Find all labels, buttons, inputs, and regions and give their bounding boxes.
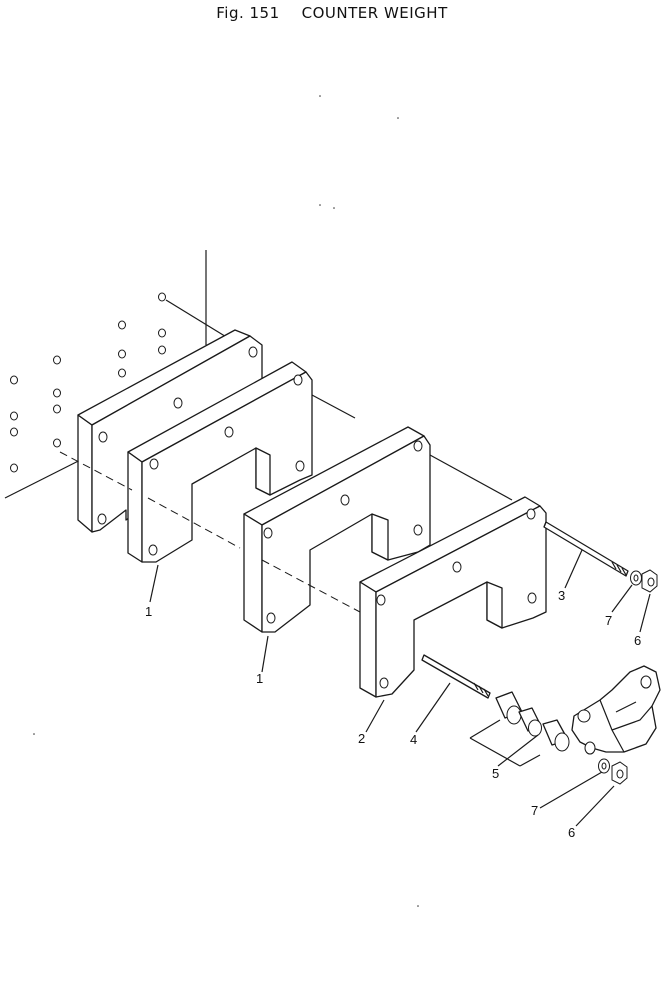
figure-number: Fig. 151 bbox=[216, 4, 280, 22]
scan-specks bbox=[33, 95, 419, 907]
callout-7-upper: 7 bbox=[605, 613, 612, 628]
callout-labels: 1 1 2 3 4 5 6 7 6 7 bbox=[145, 588, 641, 840]
counter-weight-plate-1-middle bbox=[243, 426, 431, 633]
counter-weight-plate-1-front bbox=[127, 361, 313, 563]
washer-7-lower bbox=[598, 758, 610, 774]
spacers-5 bbox=[469, 691, 570, 767]
callout-4: 4 bbox=[410, 732, 417, 747]
nut-6-upper bbox=[641, 569, 658, 593]
callout-1-middle: 1 bbox=[256, 671, 263, 686]
counter-weight-plate-2 bbox=[359, 496, 547, 698]
callout-2: 2 bbox=[358, 731, 365, 746]
callout-5: 5 bbox=[492, 766, 499, 781]
leader-lines bbox=[149, 549, 651, 827]
bolt-3 bbox=[543, 521, 629, 577]
figure-name: COUNTER WEIGHT bbox=[301, 4, 448, 22]
center-line-lower bbox=[59, 451, 361, 613]
callout-7-lower: 7 bbox=[531, 803, 538, 818]
figure-title: Fig. 151 COUNTER WEIGHT bbox=[0, 4, 664, 22]
center-line-upper bbox=[165, 299, 513, 501]
frame-mounting-holes bbox=[10, 292, 166, 473]
mounting-bracket bbox=[571, 665, 661, 755]
callout-3: 3 bbox=[558, 588, 565, 603]
washer-7-upper bbox=[630, 570, 642, 586]
callout-1-rear: 1 bbox=[145, 604, 152, 619]
callout-6-upper: 6 bbox=[634, 633, 641, 648]
callout-6-lower: 6 bbox=[568, 825, 575, 840]
bolt-4 bbox=[421, 654, 491, 699]
nut-6-lower bbox=[611, 761, 628, 785]
